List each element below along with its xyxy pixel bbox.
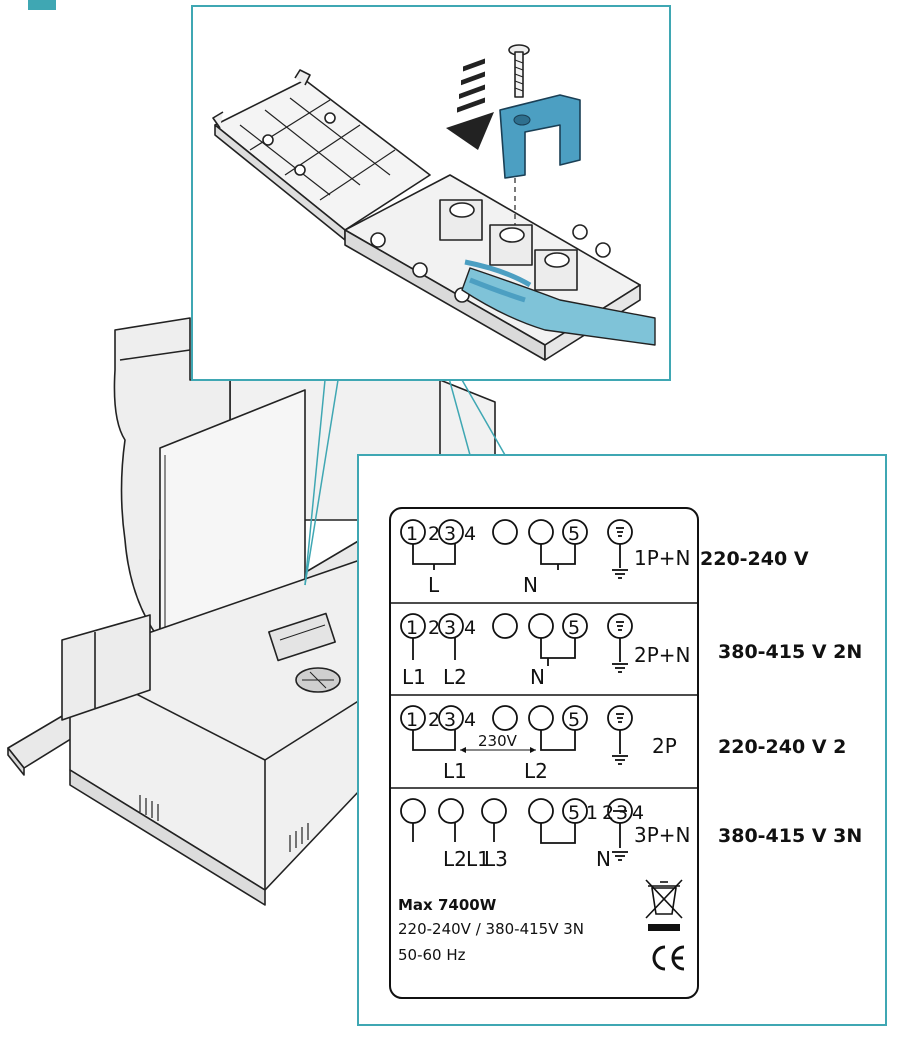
- row-3p-n: [400, 798, 633, 861]
- r1-pin-1: 1: [406, 523, 418, 545]
- r1-type: 1P+N: [634, 546, 691, 570]
- r3-voltage: 220-240 V 2: [718, 736, 846, 758]
- terminal-box-illustration: [212, 44, 656, 361]
- r2-pin-5: 5: [568, 617, 580, 639]
- r3-label-l1: L1: [443, 759, 467, 783]
- power-cable: [461, 267, 656, 346]
- r3-pin-5: 5: [568, 709, 580, 731]
- spec-frequency: 50-60 Hz: [398, 946, 466, 964]
- r3-label-l2: L2: [524, 759, 548, 783]
- r2-pin-1: 1: [406, 617, 418, 639]
- r2-pin-3: 3: [444, 617, 456, 639]
- terminal-block-small: [268, 612, 336, 662]
- r4-pin-1: 1: [586, 802, 598, 824]
- r2-pin-4: 4: [464, 617, 476, 639]
- r4-label-l2: L2: [443, 847, 467, 871]
- down-arrow-icon: [446, 58, 494, 150]
- terminal-screws: [370, 199, 611, 303]
- r3-pin-2: 2: [428, 709, 440, 731]
- r1-pin-4: 4: [464, 523, 476, 545]
- ce-mark-icon: [652, 945, 685, 971]
- r4-pin-3: 3: [616, 802, 628, 824]
- r1-voltage: 220-240 V: [700, 548, 809, 570]
- r2-label-l2: L2: [443, 665, 467, 689]
- r2-pin-2: 2: [428, 617, 440, 639]
- row-2p-n: [400, 613, 633, 673]
- step-marker: [28, 0, 56, 10]
- row-1p-n: [400, 519, 633, 579]
- r1-label-l: L: [428, 573, 440, 597]
- r4-voltage: 380-415 V 3N: [718, 825, 862, 847]
- r1-label-n: N: [523, 573, 538, 597]
- r4-label-l1: L1: [466, 847, 490, 871]
- row-2p: [400, 705, 633, 765]
- r3-pin-3: 3: [444, 709, 456, 731]
- r1-pin-5: 5: [568, 523, 580, 545]
- screw-icon: [508, 44, 530, 98]
- r2-type: 2P+N: [634, 643, 691, 667]
- hob-base: [69, 559, 361, 891]
- r2-voltage: 380-415 V 2N: [718, 641, 862, 663]
- r3-label-230v: 230V: [478, 732, 518, 750]
- r2-label-l1: L1: [402, 665, 426, 689]
- spec-voltage: 220-240V / 380-415V 3N: [398, 920, 584, 938]
- spec-power: Max 7400W: [398, 896, 497, 914]
- r4-type: 3P+N: [634, 823, 691, 847]
- r3-type: 2P: [652, 734, 677, 758]
- r4-pin-4: 4: [632, 802, 644, 824]
- r3-pin-1: 1: [406, 709, 418, 731]
- r3-pin-4: 4: [464, 709, 476, 731]
- r4-pin-2: 2: [602, 802, 614, 824]
- r2-label-n: N: [530, 665, 545, 689]
- r1-pin-3: 3: [444, 523, 456, 545]
- left-motor-box: [61, 614, 151, 721]
- weee-bin-icon: [645, 879, 683, 931]
- r1-pin-2: 2: [428, 523, 440, 545]
- r4-pin-5: 5: [568, 802, 580, 824]
- r4-label-l3: L3: [484, 847, 508, 871]
- r4-label-n: N: [596, 847, 611, 871]
